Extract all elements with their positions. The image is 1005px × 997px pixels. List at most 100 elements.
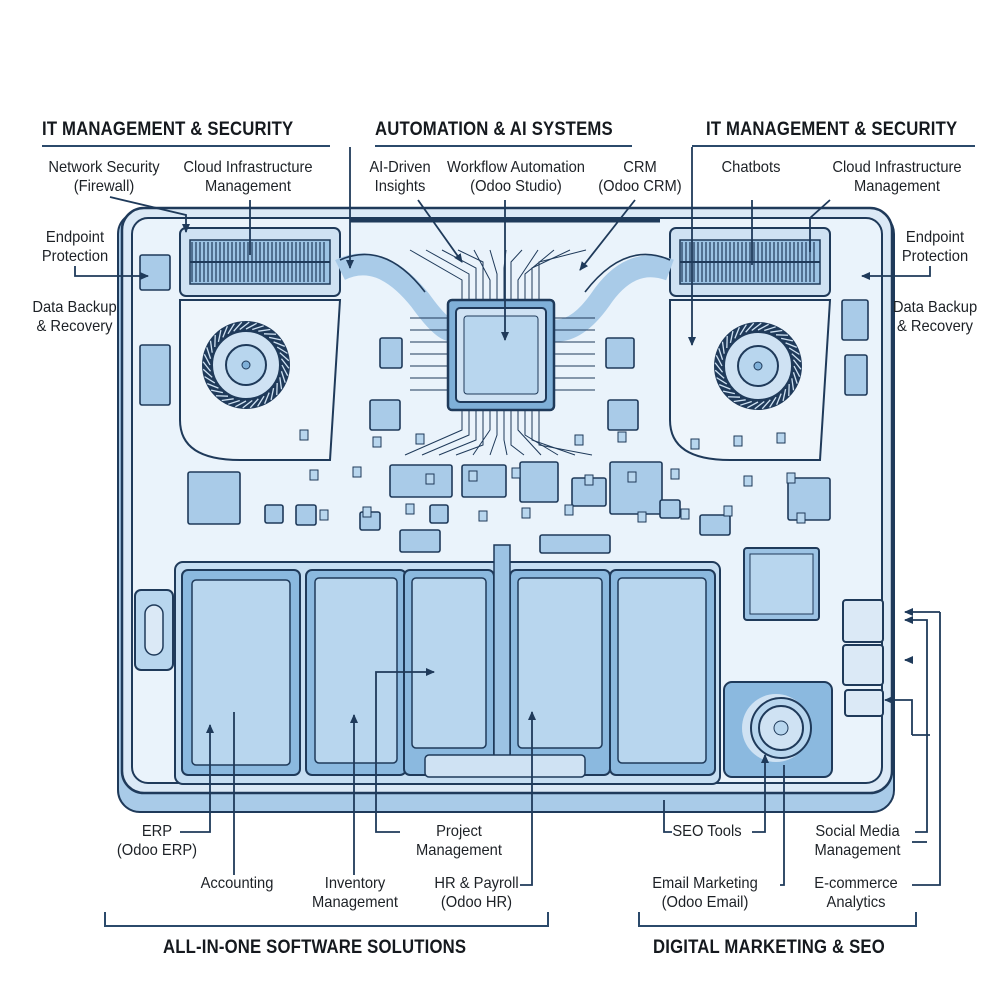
- fan-blade: [719, 384, 731, 390]
- fan-blade: [747, 401, 759, 409]
- smd-part: [796, 512, 806, 524]
- ic-chip: [139, 344, 171, 406]
- ic-chip: [187, 471, 241, 525]
- trace: [438, 410, 477, 456]
- leader-line: [520, 711, 536, 886]
- heading-automation-ai: AUTOMATION & AI SYSTEMS: [375, 119, 613, 140]
- fan-blade: [793, 365, 801, 377]
- trace: [457, 249, 484, 300]
- fan-blade: [249, 398, 259, 409]
- leader-line: [809, 199, 831, 252]
- fan-blade: [791, 378, 795, 391]
- fan-blade: [281, 364, 289, 376]
- smd-part: [299, 429, 309, 441]
- fan-blade: [209, 340, 213, 353]
- fan-blade: [718, 348, 724, 360]
- ic-chip: [539, 534, 611, 554]
- smd-part: [415, 433, 425, 445]
- smd-part: [564, 504, 574, 516]
- trace: [531, 249, 571, 300]
- label-erp: ERP (Odoo ERP): [116, 823, 198, 859]
- label-social-media: Social Media Management: [814, 823, 901, 859]
- ic-chip: [139, 254, 171, 291]
- smd-part: [425, 473, 435, 485]
- fan-blade: [235, 400, 247, 408]
- leader-line: [861, 266, 931, 280]
- label-cloud-infra-right: Cloud Infrastructure Management: [832, 159, 962, 195]
- fan-blade: [788, 347, 800, 355]
- smd-part: [743, 475, 753, 487]
- leader-line: [780, 765, 785, 886]
- ic-chip: [379, 337, 403, 369]
- left-cooling: [179, 227, 342, 461]
- fan-blade: [769, 396, 777, 408]
- label-cloud-infra-left: Cloud Infrastructure Management: [183, 159, 313, 195]
- label-email-marketing: Email Marketing (Odoo Email): [652, 875, 758, 911]
- ic-chip: [841, 299, 869, 341]
- fan-blade: [776, 393, 782, 405]
- ic-chip: [659, 499, 681, 519]
- label-crm: CRM (Odoo CRM): [598, 159, 682, 195]
- ic-chip: [264, 504, 284, 524]
- trace: [425, 249, 470, 300]
- misc-components: [139, 254, 869, 554]
- fan-blade: [722, 390, 735, 395]
- ic-chip: [389, 464, 453, 498]
- ic-chip: [429, 504, 449, 524]
- fan-blade: [202, 368, 213, 378]
- fan-blade: [257, 395, 265, 407]
- ribbon-cable: [493, 544, 511, 761]
- fan-blade: [792, 359, 802, 370]
- smd-part: [733, 435, 743, 447]
- label-endpoint-left: Endpoint Protection: [41, 229, 109, 265]
- leader-lines: [74, 147, 941, 886]
- trace: [441, 249, 477, 300]
- ic-chip: [787, 477, 831, 521]
- smd-part: [468, 470, 478, 482]
- fan-blade: [204, 376, 216, 384]
- fan-blade: [714, 362, 724, 373]
- leader-line: [884, 696, 913, 735]
- smd-part: [511, 467, 521, 479]
- label-network-security: Network Security (Firewall): [48, 159, 160, 195]
- smd-part: [776, 432, 786, 444]
- smd-part: [521, 507, 531, 519]
- fan-blade: [751, 322, 762, 332]
- fan-blade: [207, 383, 219, 389]
- fan-blade: [203, 354, 211, 366]
- fan-blade: [733, 399, 746, 403]
- fan-blade: [222, 326, 228, 338]
- usb-port: [842, 644, 884, 686]
- smd-part: [372, 436, 382, 448]
- leader-line: [579, 199, 636, 271]
- usbc-port: [844, 689, 884, 717]
- label-backup-left: Data Backup & Recovery: [32, 299, 117, 335]
- fan-blade: [217, 329, 222, 342]
- fan-blade: [782, 389, 787, 402]
- ic-chip: [844, 354, 868, 396]
- trace: [510, 410, 525, 456]
- trace: [472, 410, 491, 456]
- label-chatbots: Chatbots: [721, 159, 781, 176]
- smd-part: [786, 472, 796, 484]
- smd-part: [617, 431, 627, 443]
- heading-digital-marketing: DIGITAL MARKETING & SEO: [653, 937, 885, 958]
- fan-blade: [202, 361, 212, 372]
- leader-line: [663, 800, 672, 833]
- smd-part: [574, 434, 584, 446]
- label-hr-payroll: HR & Payroll (Odoo HR): [434, 875, 519, 911]
- trace: [503, 410, 508, 456]
- smd-part: [680, 508, 690, 520]
- fan-blade: [734, 327, 740, 339]
- right-cooling: [669, 227, 832, 461]
- ic-chip: [699, 514, 731, 536]
- smd-part: [637, 511, 647, 523]
- trace: [455, 410, 484, 456]
- trace: [517, 410, 542, 456]
- heading-all-in-one: ALL-IN-ONE SOFTWARE SOLUTIONS: [163, 937, 467, 958]
- fan-blade: [228, 399, 240, 405]
- fan-blade: [221, 398, 234, 402]
- smd-part: [309, 469, 319, 481]
- leader-line: [375, 668, 435, 833]
- trace: [473, 249, 491, 300]
